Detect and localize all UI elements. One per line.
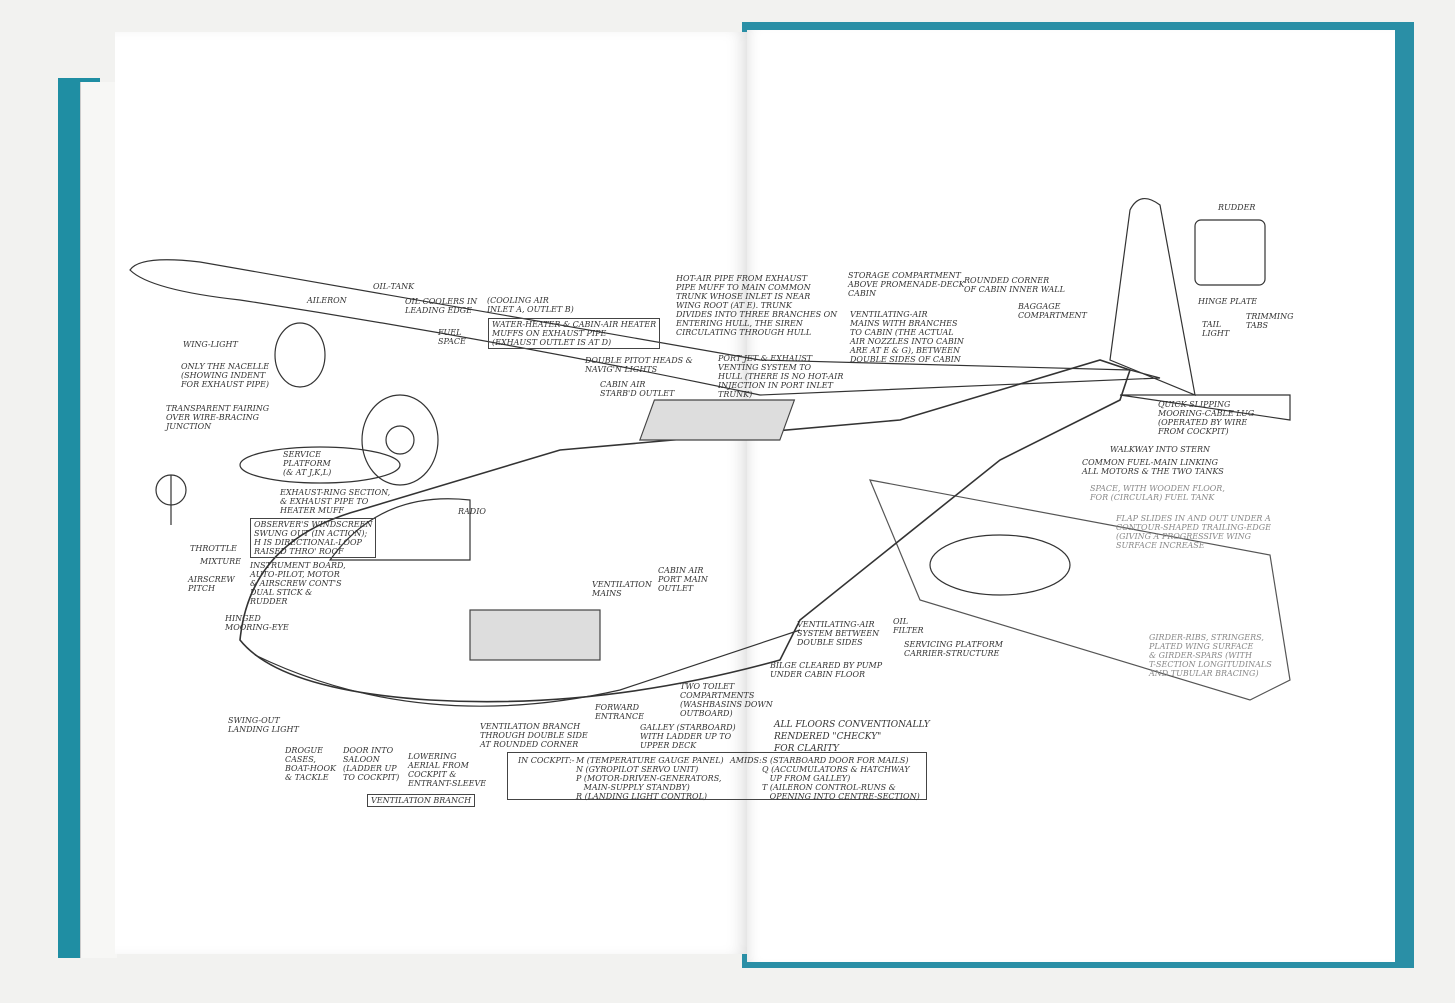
engine-hub	[385, 425, 415, 455]
label-flap: FLAP SLIDES IN AND OUT UNDER A CONTOUR-S…	[1116, 514, 1271, 550]
label-fuel-space: FUEL SPACE	[438, 328, 466, 346]
label-floors-note: ALL FLOORS CONVENTIONALLY RENDERED "CHEC…	[774, 720, 930, 754]
legend-cockpit-items: M (TEMPERATURE GAUGE PANEL) N (GYROPILOT…	[576, 756, 724, 801]
label-lowering-aerial: LOWERING AERIAL FROM COCKPIT & ENTRANT-S…	[408, 752, 487, 788]
label-cabin-air-starboard: CABIN AIR STARB'D OUTLET	[600, 380, 675, 398]
label-nacelle: ONLY THE NACELLE (SHOWING INDENT FOR EXH…	[181, 362, 270, 389]
label-airscrew-pitch: Airscrew Pitch	[188, 575, 235, 593]
label-oil-coolers: OIL COOLERS IN LEADING EDGE	[405, 297, 478, 315]
wing	[129, 259, 1161, 396]
circular-fuel-tank	[929, 534, 1071, 596]
hull	[239, 359, 1132, 703]
label-throttle: Throttle	[190, 544, 237, 553]
endpaper	[80, 82, 117, 958]
label-ventilating-system: VENTILATING-AIR SYSTEM BETWEEN DOUBLE SI…	[797, 620, 880, 647]
label-tail-light: TAIL LIGHT	[1202, 320, 1230, 338]
label-trimming-tabs: TRIMMING TABS	[1246, 312, 1294, 330]
left-page	[115, 32, 747, 954]
label-galley: GALLEY (STARBOARD) WITH LADDER UP TO UPP…	[640, 723, 736, 750]
label-wing-light: WING-LIGHT	[183, 340, 238, 349]
label-wooden-floor: SPACE, WITH WOODEN FLOOR, FOR (CIRCULAR)…	[1090, 484, 1225, 502]
engine-outer	[274, 322, 326, 388]
legend-amid-items: S (STARBOARD DOOR FOR MAILS) Q (ACCUMULA…	[762, 756, 920, 801]
label-mooring-cable: QUICK SLIPPING MOORING-CABLE LUG (OPERAT…	[1158, 400, 1255, 436]
label-forward-entrance: FORWARD ENTRANCE	[595, 703, 644, 721]
label-observer-windscreen: OBSERVER'S WINDSCREEN SWUNG OUT (IN ACTI…	[250, 518, 377, 558]
label-toilets: TWO TOILET COMPARTMENTS (WASHBASINS DOWN…	[680, 682, 773, 718]
checkered-floor	[639, 399, 796, 441]
label-transparent-fairing: TRANSPARENT FAIRING OVER WIRE-BRACING JU…	[166, 404, 270, 431]
label-girder: GIRDER-RIBS, STRINGERS, PLATED WING SURF…	[1149, 633, 1272, 678]
label-drogue: DROGUE CASES, BOAT-HOOK & TACKLE	[285, 746, 337, 782]
label-service-platform: SERVICE PLATFORM (& AT J,K,L)	[283, 450, 332, 477]
label-oil-tank: OIL-TANK	[373, 282, 415, 291]
label-cabin-air-port: CABIN AIR PORT MAIN OUTLET	[658, 566, 708, 593]
label-door-saloon: DOOR INTO SALOON (LADDER UP TO COCKPIT)	[343, 746, 400, 782]
label-landing-light: SWING-OUT LANDING LIGHT	[228, 716, 299, 734]
label-port-jet: PORT JET & EXHAUST VENTING SYSTEM TO HUL…	[718, 354, 844, 399]
legend-cockpit-title: IN COCKPIT:-	[518, 756, 575, 765]
label-rudder: RUDDER	[1218, 203, 1256, 212]
label-aileron: AILERON	[307, 296, 347, 305]
label-hinge-plate: HINGE PLATE	[1198, 297, 1258, 306]
lower-wing	[869, 479, 1291, 701]
label-storage: STORAGE COMPARTMENT ABOVE PROMENADE-DECK…	[848, 271, 965, 298]
label-ventilating-air-mains: VENTILATING-AIR MAINS WITH BRANCHES TO C…	[850, 310, 964, 364]
label-water-heater: WATER-HEATER & CABIN-AIR HEATER MUFFS ON…	[488, 318, 661, 349]
label-double-pitot: DOUBLE PITOT HEADS & NAVIG'N LIGHTS	[585, 356, 693, 374]
label-walkway: WALKWAY INTO STERN	[1110, 445, 1210, 454]
checkered-floor	[469, 609, 601, 661]
label-rounded-corner: ROUNDED CORNER OF CABIN INNER WALL	[964, 276, 1065, 294]
engine-inner	[361, 394, 439, 486]
label-hot-air-pipe: HOT-AIR PIPE FROM EXHAUST PIPE MUFF TO M…	[676, 274, 838, 337]
rudder-detail	[1194, 219, 1266, 286]
legend-amid-title: AMIDS:	[730, 756, 762, 765]
legend-box: IN COCKPIT:- M (TEMPERATURE GAUGE PANEL)…	[507, 752, 927, 801]
label-ventilation-mains: VENTILATION MAINS	[592, 580, 652, 598]
label-fuel-main: COMMON FUEL-MAIN LINKING ALL MOTORS & TH…	[1082, 458, 1224, 476]
cockpit-window	[328, 498, 471, 561]
label-cooling-air: (COOLING AIR INLET A, OUTLET B)	[487, 296, 574, 314]
label-servicing-carrier: SERVICING PLATFORM CARRIER-STRUCTURE	[904, 640, 1003, 658]
label-bilge: BILGE CLEARED BY PUMP UNDER CABIN FLOOR	[770, 661, 883, 679]
tail-fin	[1109, 198, 1196, 396]
label-radio: RADIO	[458, 507, 486, 516]
label-ventilation-branch-box: VENTILATION BRANCH	[367, 794, 476, 807]
label-hinged-mooring-eye: HINGED MOORING-EYE	[225, 614, 289, 632]
label-instrument-board: INSTRUMENT BOARD, AUTO-PILOT, MOTOR & AI…	[250, 561, 346, 606]
hull-keel-line	[254, 629, 801, 707]
label-oil-filter: OIL FILTER	[893, 617, 924, 635]
label-baggage: BAGGAGE COMPARTMENT	[1018, 302, 1087, 320]
float	[239, 446, 401, 484]
label-mixture: Mixture	[200, 557, 241, 566]
tailplane	[1119, 394, 1291, 421]
label-ventilation-branch: VENTILATION BRANCH THROUGH DOUBLE SIDE A…	[480, 722, 588, 749]
label-exhaust-ring: EXHAUST-RING SECTION, & EXHAUST PIPE TO …	[280, 488, 391, 515]
right-page	[747, 30, 1395, 962]
